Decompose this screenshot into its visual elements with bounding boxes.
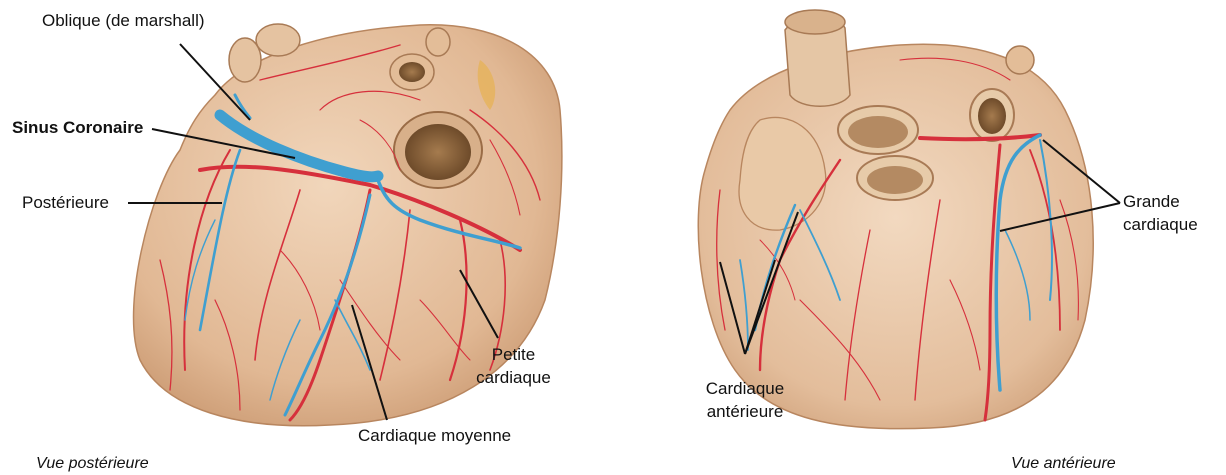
label-cardiaque-anterieure: Cardiaque antérieure (690, 377, 800, 423)
label-grande-cardiaque: Grande cardiaque (1123, 190, 1198, 236)
label-petite-cardiaque: Petite cardiaque (466, 343, 561, 389)
pulmonary-vein-lumen (405, 124, 471, 180)
aorta-opening (785, 10, 845, 34)
anterior-heart-body (698, 44, 1093, 428)
caption-vue-anterieure: Vue antérieure (1011, 452, 1116, 475)
vessel-stump (426, 28, 450, 56)
vessel-stump (1006, 46, 1034, 74)
vessel-lumen (978, 98, 1006, 134)
vessel-lumen (848, 116, 908, 148)
label-posterieure: Postérieure (22, 191, 109, 214)
label-cardiaque-moyenne: Cardiaque moyenne (358, 424, 511, 447)
label-sinus-coronaire: Sinus Coronaire (12, 116, 143, 139)
label-anterieure-line1: Cardiaque (690, 377, 800, 400)
vessel-lumen (867, 166, 923, 194)
label-grande-line2: cardiaque (1123, 213, 1198, 236)
label-oblique-de-marshall: Oblique (de marshall) (42, 9, 205, 32)
label-anterieure-line2: antérieure (690, 400, 800, 423)
label-petite-line2: cardiaque (466, 366, 561, 389)
label-grande-line1: Grande (1123, 190, 1198, 213)
vessel-stump-hole (399, 62, 425, 82)
anterior-heart (698, 10, 1093, 429)
label-petite-line1: Petite (466, 343, 561, 366)
vessel-stump (256, 24, 300, 56)
caption-vue-posterieure: Vue postérieure (36, 452, 149, 475)
